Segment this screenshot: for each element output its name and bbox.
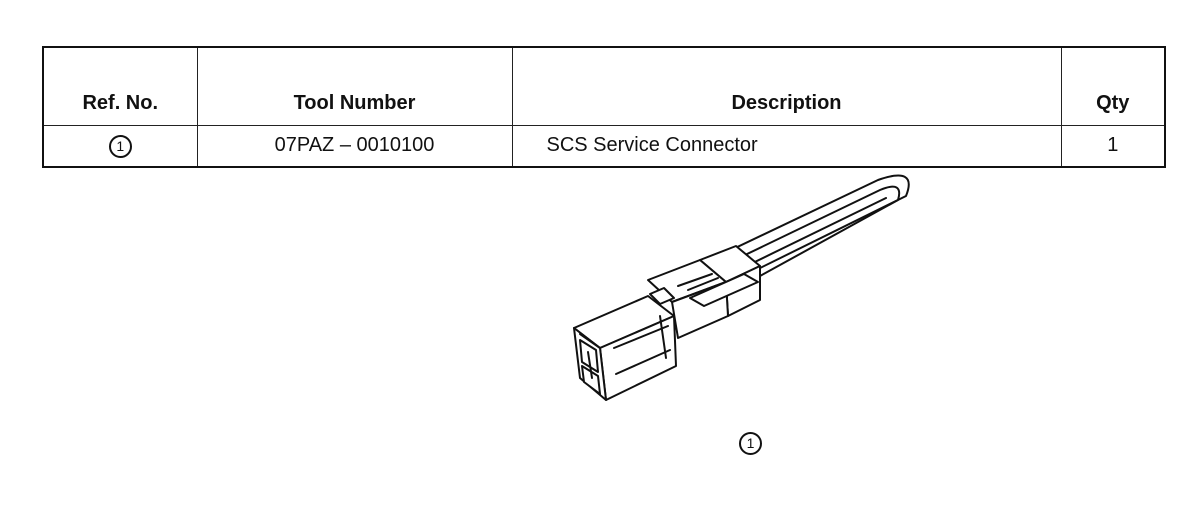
circled-ref-number: 1: [108, 134, 132, 158]
header-qty: Qty: [1060, 47, 1166, 126]
header-tool-number: Tool Number: [196, 47, 513, 126]
table-row: 1 07PAZ – 0010100 SCS Service Connector …: [42, 125, 1166, 167]
figure-callout-label: 1: [739, 432, 762, 455]
header-description: Description: [511, 47, 1062, 126]
scs-service-connector-illustration: [573, 174, 910, 401]
qty-cell: 1: [1060, 125, 1166, 167]
special-tools-table: Ref. No. Tool Number Description Qty 1 0…: [42, 46, 1166, 168]
ref-no-cell: 1: [42, 125, 198, 167]
header-ref-no: Ref. No.: [43, 47, 198, 126]
table-header-row: Ref. No. Tool Number Description Qty: [43, 47, 1166, 126]
description-cell: SCS Service Connector: [511, 125, 1062, 167]
tool-number-cell: 07PAZ – 0010100: [196, 125, 513, 167]
